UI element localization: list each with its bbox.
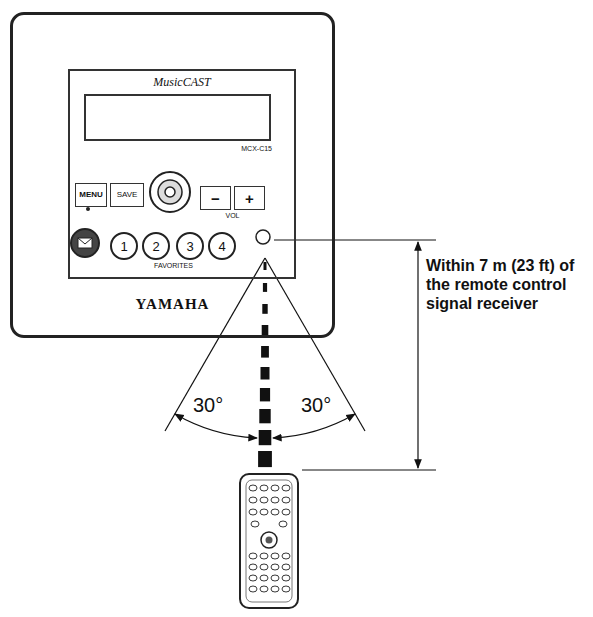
signal-receiver — [256, 230, 270, 244]
model-name: MCX-C15 — [210, 145, 272, 153]
remote-key — [282, 485, 290, 491]
remote-key — [260, 509, 268, 515]
angle-arc — [273, 414, 355, 438]
remote-key — [271, 509, 279, 515]
button-label: MENU — [79, 191, 103, 199]
remote-key — [282, 564, 290, 570]
button-label: 3 — [186, 240, 193, 253]
range-note: Within 7 m (23 ft) of the remote control… — [426, 256, 584, 314]
angle-label: 30° — [301, 393, 341, 417]
button-label: SAVE — [117, 191, 138, 199]
remote-key — [249, 575, 257, 581]
button-label: − — [211, 191, 220, 206]
remote-key — [282, 586, 290, 592]
extension-line — [274, 240, 436, 241]
dimension-line — [417, 242, 418, 468]
remote-key — [271, 553, 279, 559]
beam-dash — [261, 346, 269, 358]
button-label: 4 — [218, 240, 225, 253]
angle-arc — [175, 414, 257, 438]
jog-knob — [150, 172, 190, 212]
favorite-button: 1 — [110, 232, 138, 260]
beam-dash — [259, 430, 272, 445]
beam-dash — [258, 451, 272, 467]
favorite-button: 3 — [176, 232, 204, 260]
remote-key — [249, 485, 257, 491]
remote-key — [271, 485, 279, 491]
remote-key — [251, 521, 259, 527]
button-caption: VOL — [200, 212, 265, 220]
remote-key — [282, 509, 290, 515]
remote-key — [249, 553, 257, 559]
beam-dash — [263, 283, 267, 292]
beam-dash — [260, 388, 270, 401]
menu-button: MENU — [75, 183, 107, 207]
mail-button — [71, 229, 99, 257]
remote-key — [260, 497, 268, 503]
wall-panel: MENU SAVE − +1 2 3 4 MusicCAST MCX-C15VOL FAVORIT… — [10, 12, 335, 338]
angle-label: 30° — [193, 393, 233, 417]
signal-beam — [258, 262, 272, 467]
extension-line — [302, 470, 436, 471]
remote-key — [249, 586, 257, 592]
remote-key — [271, 497, 279, 503]
remote-key — [279, 521, 287, 527]
beam-dash — [261, 367, 270, 380]
button-label: 1 — [120, 240, 127, 253]
remote-key — [260, 553, 268, 559]
beam-dash — [264, 262, 267, 270]
button-label: + — [245, 191, 254, 206]
remote-key — [282, 497, 290, 503]
remote-key — [271, 575, 279, 581]
remote-key — [282, 553, 290, 559]
lcd-display — [85, 95, 270, 140]
range-edge — [265, 258, 365, 431]
favorite-button: 2 — [142, 232, 170, 260]
remote-key — [249, 509, 257, 515]
remote-key — [260, 485, 268, 491]
remote-key — [260, 564, 268, 570]
remote-key — [260, 575, 268, 581]
remote-control — [240, 474, 298, 608]
product-logo: MusicCAST — [100, 76, 264, 89]
button-label: 2 — [152, 240, 159, 253]
favorite-button: 4 — [208, 232, 236, 260]
range-edge — [165, 258, 265, 431]
control-faceplate: MENU SAVE − +1 2 3 4 MusicCAST MCX-C15VOL FAVORIT… — [68, 69, 296, 279]
volume-button: − — [200, 186, 231, 210]
indicator-dot — [86, 207, 90, 211]
beam-dash — [262, 304, 267, 314]
beam-dash — [259, 409, 270, 423]
remote-key — [249, 564, 257, 570]
remote-key — [282, 575, 290, 581]
button-caption: FAVORITES — [106, 262, 241, 270]
remote-key — [249, 497, 257, 503]
brand-logo: YAMAHA — [13, 296, 332, 313]
remote-key — [260, 586, 268, 592]
save-button: SAVE — [110, 183, 144, 207]
remote-key — [271, 586, 279, 592]
remote-key — [271, 564, 279, 570]
volume-button: + — [234, 186, 265, 210]
beam-dash — [262, 325, 269, 336]
